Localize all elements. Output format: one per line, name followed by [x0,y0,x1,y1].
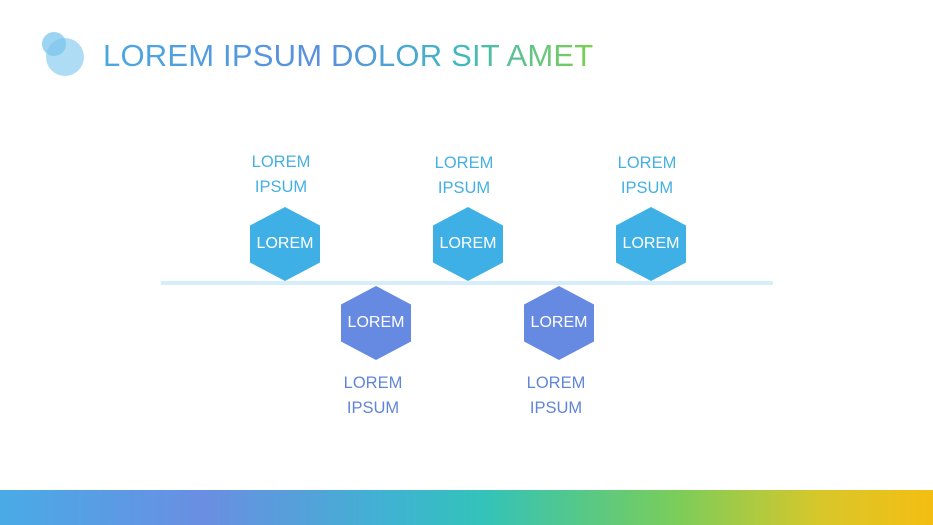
timeline-item-1-hexagon: LOREM [250,207,320,281]
caption-line: IPSUM [254,178,308,196]
hexagon-label: LOREM [530,314,588,331]
timeline-item-5-caption: LOREM IPSUM [602,151,692,201]
caption-line: IPSUM [437,179,491,197]
logo-circles-icon [40,30,90,80]
timeline-item-2-caption: LOREM IPSUM [328,371,418,421]
caption-line: IPSUM [620,179,674,197]
logo-circle-small [42,32,66,56]
timeline-item-3-caption: LOREM IPSUM [419,151,509,201]
timeline-item-2-hexagon: LOREM [341,286,411,360]
timeline-item-3-hexagon: LOREM [433,207,503,281]
timeline-line [161,281,773,285]
page-title: LOREM IPSUM DOLOR SIT AMET [103,38,594,73]
bottom-gradient-bar [0,490,933,525]
caption-line: LOREM [617,154,677,172]
timeline-item-5-hexagon: LOREM [616,207,686,281]
timeline-item-4-caption: LOREM IPSUM [511,371,601,421]
hexagon-label: LOREM [347,314,405,331]
caption-line: IPSUM [529,399,583,417]
hexagon-label: LOREM [622,235,680,252]
timeline-item-1-caption: LOREM IPSUM [236,150,326,200]
caption-line: LOREM [343,374,403,392]
hexagon-label: LOREM [439,235,497,252]
hexagon-label: LOREM [256,235,314,252]
caption-line: IPSUM [346,399,400,417]
caption-line: LOREM [434,154,494,172]
caption-line: LOREM [526,374,586,392]
timeline-item-4-hexagon: LOREM [524,286,594,360]
caption-line: LOREM [251,153,311,171]
